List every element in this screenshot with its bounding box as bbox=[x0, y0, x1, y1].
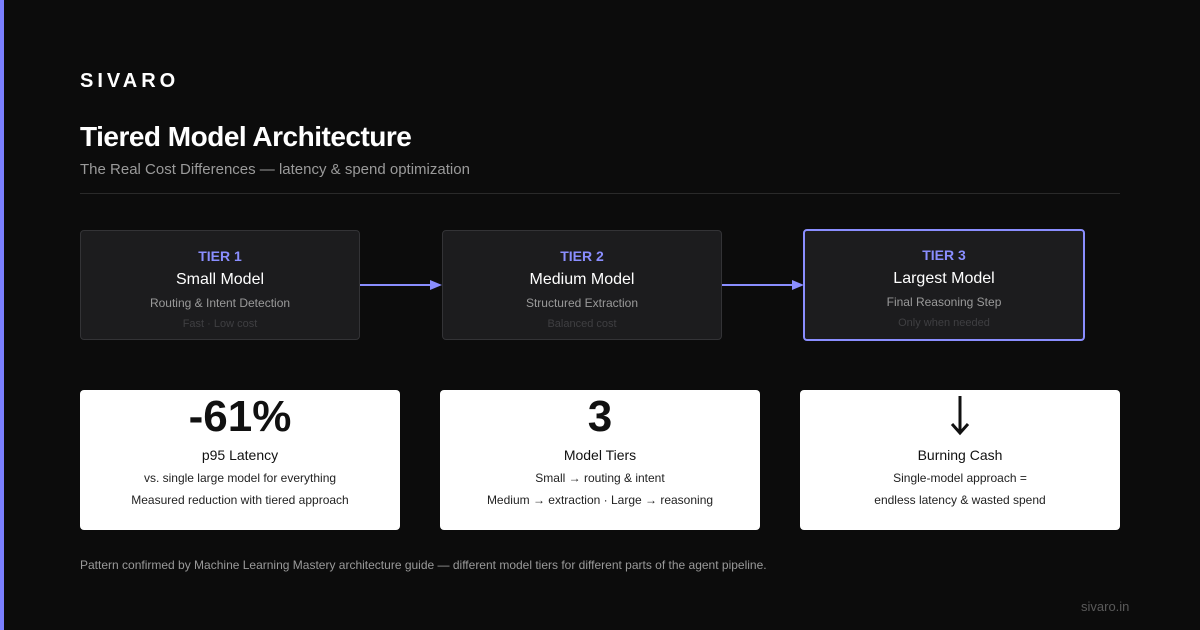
stat-description: Measured reduction with tiered approach bbox=[131, 493, 349, 507]
tier-1-box: TIER 1 Small Model Routing & Intent Dete… bbox=[80, 230, 360, 340]
stat-label: p95 Latency bbox=[201, 447, 279, 463]
footnote: Pattern confirmed by Machine Learning Ma… bbox=[80, 558, 767, 572]
stat-card-latency: -61% p95 Latency vs. single large model … bbox=[80, 390, 400, 530]
stat-card-tiers: 3 Model Tiers Small → routing & intent M… bbox=[440, 390, 760, 530]
tier-note: Only when needed bbox=[898, 317, 990, 329]
stat-description: Medium → extraction · Large → reasoning bbox=[486, 493, 714, 507]
stat-value: 3 bbox=[587, 392, 613, 441]
tier-label: TIER 1 bbox=[198, 248, 242, 264]
flow-arrow-icon bbox=[360, 280, 442, 290]
tier-note: Fast · Low cost bbox=[182, 318, 258, 330]
tier-label: TIER 3 bbox=[922, 247, 966, 263]
flow-arrow-icon bbox=[722, 280, 804, 290]
header-divider bbox=[80, 193, 1120, 194]
stat-description: vs. single large model for everything bbox=[143, 471, 337, 485]
tier-note: Balanced cost bbox=[547, 318, 617, 330]
stat-description: Small → routing & intent bbox=[535, 471, 665, 485]
stat-label: Burning Cash bbox=[917, 447, 1003, 463]
tier-name: Small Model bbox=[175, 271, 265, 288]
page-subtitle: The Real Cost Differences — latency & sp… bbox=[80, 161, 470, 178]
tier-2-box: TIER 2 Medium Model Structured Extractio… bbox=[442, 230, 722, 340]
tier-label: TIER 2 bbox=[560, 248, 604, 264]
stat-card-cash: Burning Cash Single-model approach = end… bbox=[800, 390, 1120, 530]
left-accent-bar bbox=[0, 0, 4, 630]
tier-role: Final Reasoning Step bbox=[886, 295, 1002, 309]
brand-logo: SIVARO bbox=[80, 70, 180, 92]
stat-label: Model Tiers bbox=[563, 447, 637, 463]
stat-description: Single-model approach = bbox=[893, 471, 1027, 485]
tier-name: Largest Model bbox=[893, 270, 995, 287]
tier-3-box: TIER 3 Largest Model Final Reasoning Ste… bbox=[803, 229, 1085, 341]
tier-role: Routing & Intent Detection bbox=[149, 296, 291, 310]
down-arrow-icon bbox=[950, 396, 970, 436]
tier-name: Medium Model bbox=[529, 271, 635, 288]
page-title: Tiered Model Architecture bbox=[80, 121, 412, 152]
stat-value: -61% bbox=[188, 392, 292, 441]
tier-role: Structured Extraction bbox=[525, 296, 639, 310]
site-url: sivaro.in bbox=[1081, 599, 1130, 614]
stat-description: endless latency & wasted spend bbox=[874, 493, 1046, 507]
